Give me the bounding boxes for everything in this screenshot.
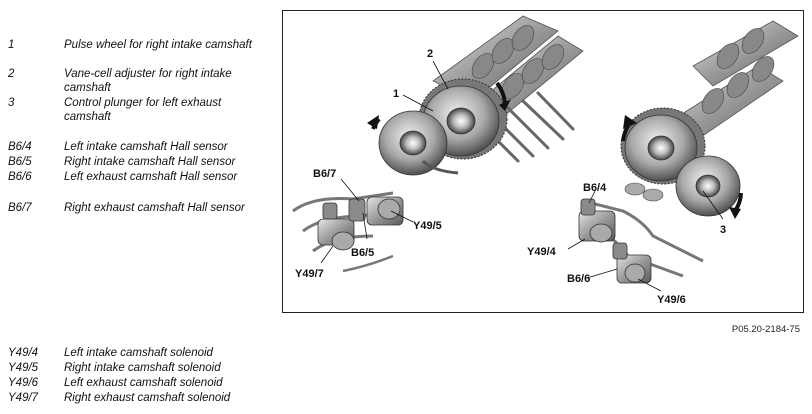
callout-b6-4: B6/4 [583, 182, 607, 194]
leader-lines [320, 60, 724, 292]
callout-b6-5: B6/5 [351, 247, 374, 259]
callout-y49-6: Y49/6 [657, 294, 686, 306]
camshaft-illustration: 1 2 3 B6/7 B6/5 Y49/5 Y49/7 B6/4 Y49/4 B… [282, 10, 804, 313]
callout-2: 2 [427, 48, 433, 60]
left-camshaft-bank [367, 15, 584, 176]
legend-code: B6/7 [8, 202, 32, 214]
camshaft-diagram: 1 2 3 B6/7 B6/5 Y49/5 Y49/7 B6/4 Y49/4 B… [292, 15, 799, 306]
legend-code: Y49/7 [8, 392, 39, 404]
legend-code: 1 [8, 39, 15, 51]
legend-desc: Right exhaust camshaft solenoid [64, 392, 231, 404]
legend-code: Y49/4 [8, 347, 39, 359]
legend-desc: Left exhaust camshaft Hall sensor [64, 171, 238, 183]
right-sensors [578, 198, 704, 284]
legend-desc: Left intake camshaft Hall sensor [64, 141, 228, 153]
legend-code: B6/4 [8, 141, 32, 153]
legend-desc: Left exhaust camshaft solenoid [64, 377, 223, 389]
right-camshaft-bank [620, 20, 799, 219]
callout-b6-7: B6/7 [313, 168, 336, 180]
legend-code: Y49/5 [8, 362, 39, 374]
legend-desc: Right intake camshaft Hall sensor [64, 156, 236, 168]
legend-code: 3 [8, 97, 15, 109]
callout-y49-7: Y49/7 [295, 268, 324, 280]
callout-b6-6: B6/6 [567, 273, 590, 285]
legend-code: B6/6 [8, 171, 32, 183]
callout-3: 3 [720, 224, 726, 236]
legend-desc: Pulse wheel for right intake camshaft [64, 39, 252, 51]
legend-desc: Left intake camshaft solenoid [64, 347, 213, 359]
left-sensors [292, 191, 404, 273]
legend-desc: Right exhaust camshaft Hall sensor [64, 202, 245, 214]
callout-y49-4: Y49/4 [527, 246, 557, 258]
figure-reference: P05.20-2184-75 [731, 324, 800, 335]
callout-1: 1 [393, 88, 399, 100]
legend-desc: Control plunger for left exhaust camshaf… [64, 97, 222, 123]
legend-desc: Right intake camshaft solenoid [64, 362, 221, 374]
legend-code: B6/5 [8, 156, 32, 168]
legend-desc: Vane-cell adjuster for right intake cams… [64, 68, 232, 94]
legend-code: Y49/6 [8, 377, 39, 389]
legend-code: 2 [8, 68, 15, 80]
callout-y49-5: Y49/5 [413, 220, 442, 232]
